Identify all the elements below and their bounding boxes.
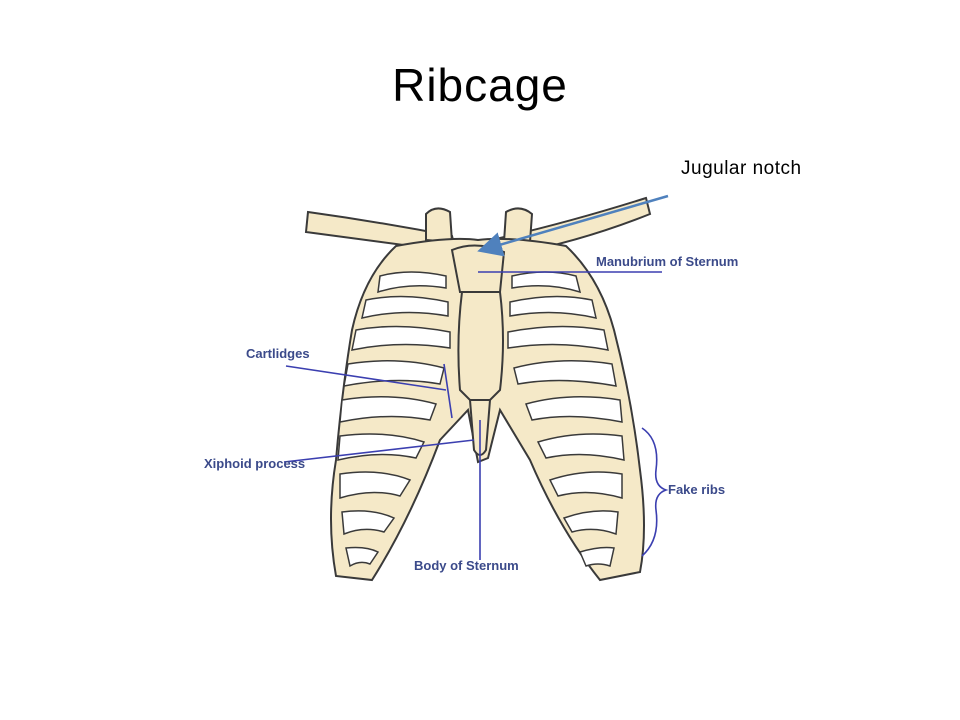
leader-lines — [283, 271, 669, 560]
rib-gaps — [337, 271, 625, 568]
slide-title: Ribcage — [392, 59, 568, 111]
label-cartilages: Cartlidges — [246, 346, 310, 361]
vertebra-left — [425, 207, 454, 244]
sternum-body — [457, 291, 504, 401]
label-xiphoid: Xiphoid process — [204, 456, 305, 471]
manubrium — [450, 244, 506, 293]
jugular-notch-callout: Jugular notch — [681, 158, 802, 179]
sternum — [450, 244, 506, 456]
label-body-sternum: Body of Sternum — [414, 558, 519, 573]
vertebra-right — [502, 207, 534, 243]
label-manubrium: Manubrium of Sternum — [596, 254, 738, 269]
jugular-notch-arrow — [477, 194, 669, 257]
label-fake-ribs: Fake ribs — [668, 482, 725, 497]
